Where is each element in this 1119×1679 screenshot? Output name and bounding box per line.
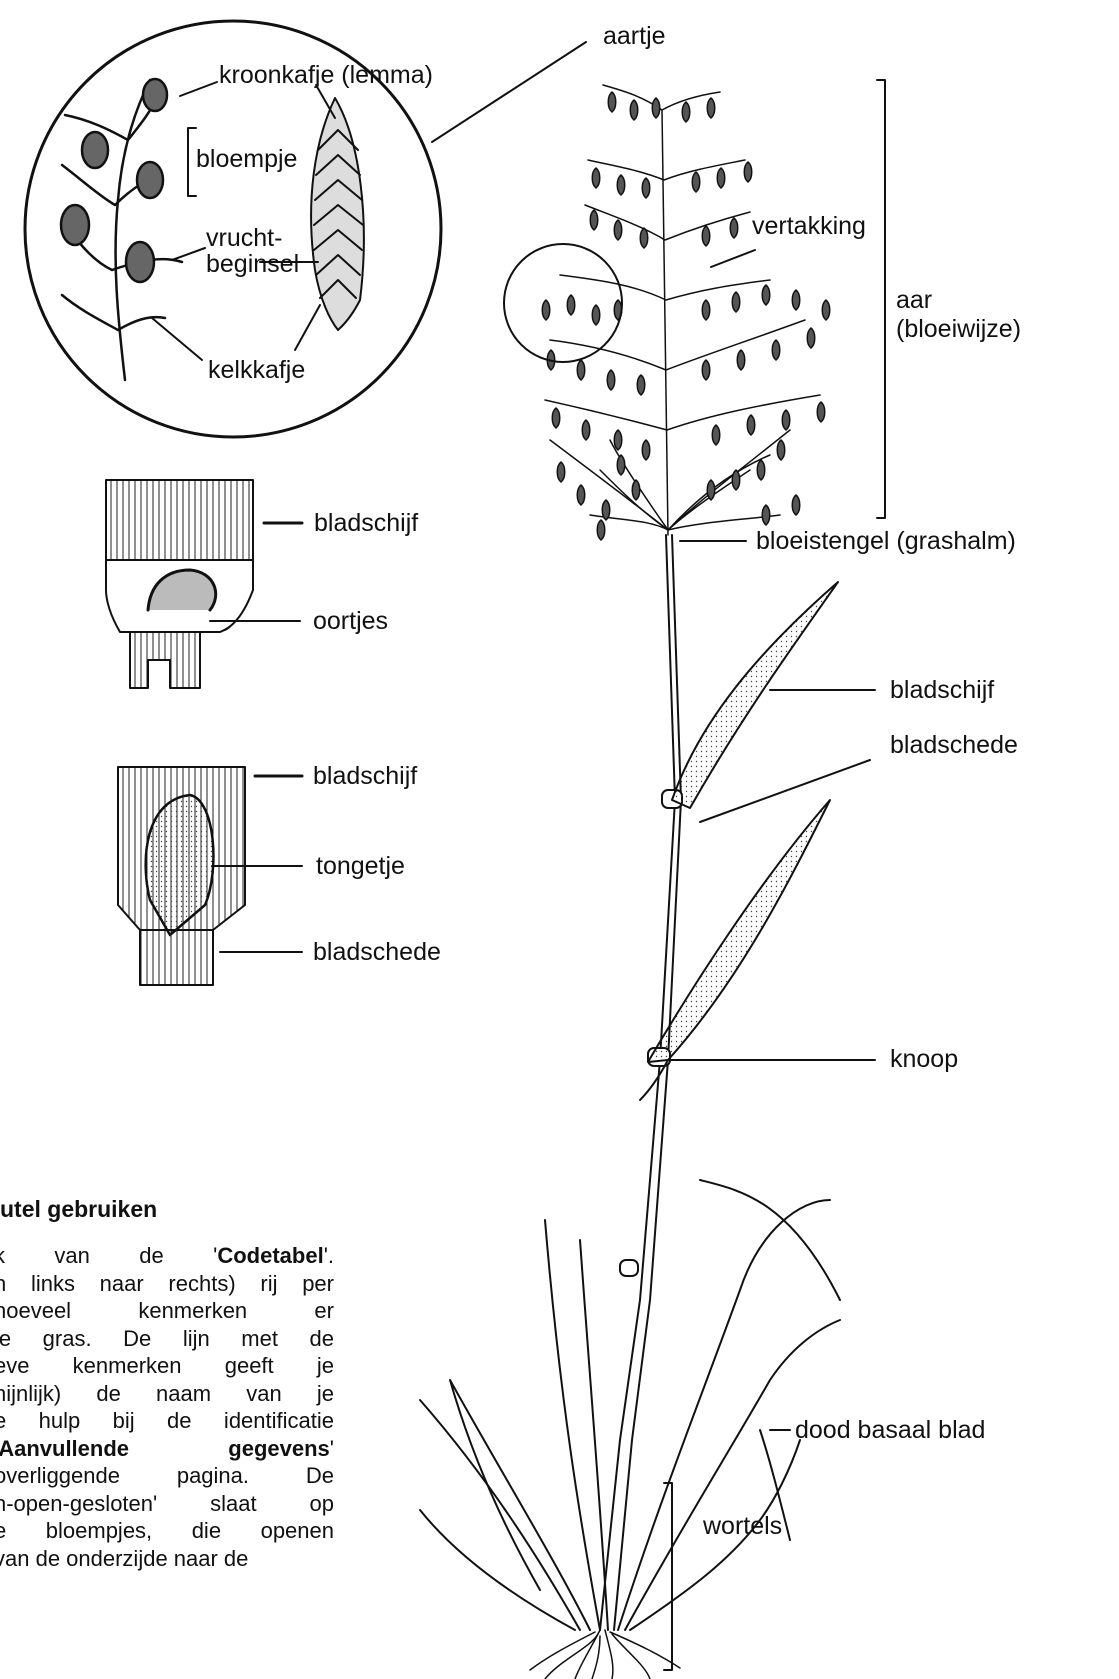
- instruction-paragraph: k van de 'Codetabel'.n links naar rechts…: [0, 1242, 334, 1572]
- label-aartje: aartje: [603, 22, 666, 51]
- label-aar-1: aar: [896, 286, 932, 315]
- paragraph-line: 'Aanvullende gegevens': [0, 1435, 334, 1463]
- auricle-leaf-detail: [106, 480, 302, 688]
- ligule-leaf-detail: [118, 767, 302, 985]
- paragraph-line: e bloempjes, die openen: [0, 1517, 334, 1545]
- panicle-spikelets: [542, 92, 830, 540]
- paragraph-line: overliggende pagina. De: [0, 1462, 334, 1490]
- label-kroonkafje: kroonkafje (lemma): [219, 61, 433, 90]
- paragraph-line: k van de 'Codetabel'.: [0, 1242, 334, 1270]
- grass-plant: [420, 85, 840, 1679]
- paragraph-line: n links naar rechts) rij per: [0, 1270, 334, 1298]
- paragraph-line: eve kenmerken geeft je: [0, 1352, 334, 1380]
- section-heading: utel gebruiken: [0, 1196, 157, 1223]
- label-oortjes: oortjes: [313, 607, 388, 636]
- paragraph-line: e hulp bij de identificatie: [0, 1407, 334, 1435]
- panicle: [545, 85, 820, 535]
- roots: [530, 1630, 680, 1679]
- lemma-stack: [311, 98, 364, 330]
- label-aar-2: (bloeiwijze): [896, 315, 1021, 344]
- label-bladschijf-upper: bladschijf: [314, 509, 418, 538]
- label-kelkkafje: kelkkafje: [208, 356, 305, 385]
- paragraph-line: hoeveel kenmerken er: [0, 1297, 334, 1325]
- label-bladschede-right: bladschede: [890, 731, 1018, 760]
- paragraph-line: n-open-gesloten' slaat op: [0, 1490, 334, 1518]
- label-bladschede-left: bladschede: [313, 938, 441, 967]
- label-wortels: wortels: [703, 1512, 782, 1541]
- upper-leaf-blade: [672, 582, 838, 808]
- label-bladschijf-right: bladschijf: [890, 676, 994, 705]
- label-knoop: knoop: [890, 1045, 958, 1074]
- paragraph-line: van de onderzijde naar de: [0, 1545, 334, 1573]
- label-tongetje: tongetje: [316, 852, 405, 881]
- spikelet-branch: [61, 79, 182, 380]
- stem: [600, 535, 682, 1630]
- paragraph-line: hijnlijk) de naam van je: [0, 1380, 334, 1408]
- paragraph-line: je gras. De lijn met de: [0, 1325, 334, 1353]
- label-dood-basaal-blad: dood basaal blad: [795, 1416, 985, 1445]
- label-vruchtbeginsel-1: vrucht-: [206, 224, 282, 253]
- label-vertakking: vertakking: [752, 212, 866, 241]
- basal-leaves: [420, 1180, 840, 1630]
- label-bloeistengel: bloeistengel (grashalm): [756, 527, 1016, 556]
- label-bladschijf-middle: bladschijf: [313, 762, 417, 791]
- label-vruchtbeginsel-2: beginsel: [206, 250, 299, 279]
- label-bloempje: bloempje: [196, 145, 297, 174]
